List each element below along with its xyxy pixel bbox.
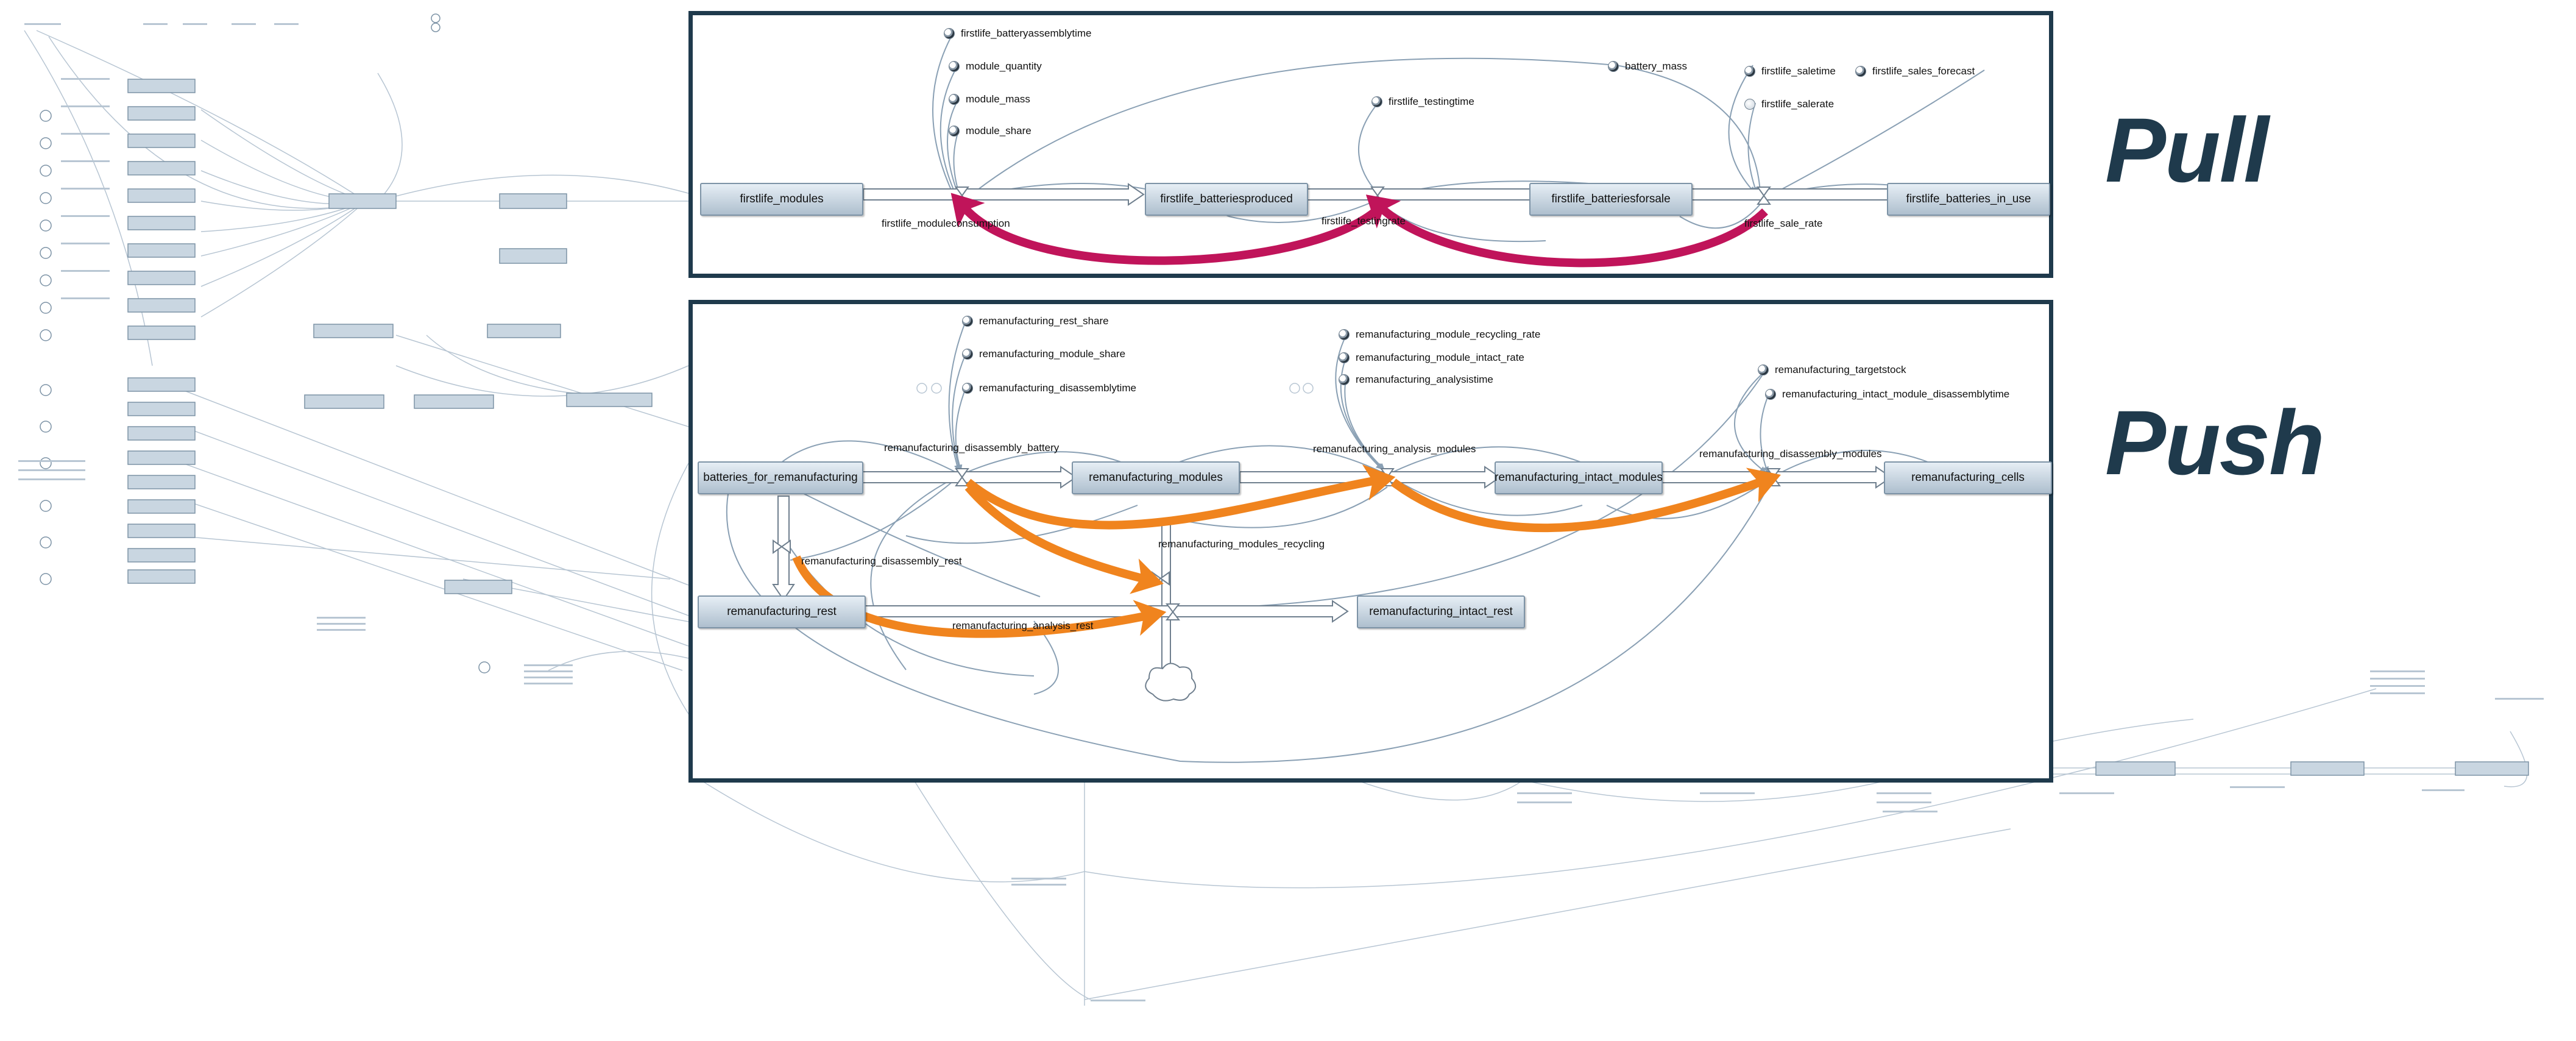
stock-remanufacturing-modules[interactable]: remanufacturing_modules bbox=[1072, 461, 1240, 494]
stock-label: batteries_for_remanufacturing bbox=[703, 471, 858, 484]
auxiliary-icon bbox=[962, 383, 973, 394]
stock-remanufacturing-intact-modules[interactable]: remanufacturing_intact_modules bbox=[1495, 461, 1663, 494]
stock-label: firstlife_batteriesproduced bbox=[1160, 193, 1293, 205]
var-label: module_share bbox=[966, 125, 1031, 137]
flow-label-disassembly-modules: remanufacturing_disassembly_modules bbox=[1699, 448, 1882, 460]
stock-firstlife-modules[interactable]: firstlife_modules bbox=[700, 183, 863, 216]
stock-label: remanufacturing_intact_rest bbox=[1369, 605, 1513, 618]
var-remanufacturing-analysistime[interactable]: remanufacturing_analysistime bbox=[1339, 374, 1493, 386]
auxiliary-icon bbox=[949, 94, 960, 105]
var-label: firstlife_salerate bbox=[1761, 98, 1835, 110]
push-panel: batteries_for_remanufacturing remanufact… bbox=[688, 300, 2053, 783]
stock-label: remanufacturing_cells bbox=[1911, 471, 2025, 484]
flow-label-analysis-modules: remanufacturing_analysis_modules bbox=[1313, 443, 1476, 455]
var-label: remanufacturing_disassemblytime bbox=[979, 382, 1136, 394]
var-label: module_mass bbox=[966, 93, 1030, 105]
stock-remanufacturing-rest[interactable]: remanufacturing_rest bbox=[698, 595, 866, 628]
stock-remanufacturing-intact-rest[interactable]: remanufacturing_intact_rest bbox=[1357, 595, 1525, 628]
auxiliary-icon bbox=[1371, 96, 1382, 107]
var-label: battery_mass bbox=[1625, 60, 1688, 72]
auxiliary-icon bbox=[949, 61, 960, 72]
flow-label-sale-rate: firstlife_sale_rate bbox=[1744, 218, 1823, 229]
var-label: firstlife_saletime bbox=[1761, 65, 1836, 77]
auxiliary-icon bbox=[1339, 374, 1350, 385]
cloud-icon bbox=[1145, 663, 1196, 702]
flow-label-modules-recycling: remanufacturing_modules_recycling bbox=[1158, 538, 1325, 550]
flow-label-analysis-rest: remanufacturing_analysis_rest bbox=[952, 620, 1094, 631]
auxiliary-icon bbox=[944, 28, 955, 39]
pull-panel: firstlife_modules firstlife_batteriespro… bbox=[688, 11, 2053, 278]
var-label: firstlife_testingtime bbox=[1389, 96, 1474, 107]
auxiliary-icon bbox=[962, 349, 973, 360]
var-module-quantity[interactable]: module_quantity bbox=[949, 60, 1042, 73]
auxiliary-icon bbox=[1608, 61, 1619, 72]
var-firstlife-batteryassemblytime[interactable]: firstlife_batteryassemblytime bbox=[944, 27, 1091, 40]
stock-label: remanufacturing_modules bbox=[1089, 471, 1223, 484]
var-label: remanufacturing_targetstock bbox=[1775, 364, 1906, 375]
var-label: firstlife_batteryassemblytime bbox=[961, 27, 1092, 39]
var-remanufacturing-module-recycling-rate[interactable]: remanufacturing_module_recycling_rate bbox=[1339, 329, 1540, 341]
var-label: remanufacturing_module_intact_rate bbox=[1356, 352, 1524, 363]
stock-label: remanufacturing_intact_modules bbox=[1495, 471, 1663, 484]
stock-label: firstlife_batteries_in_use bbox=[1906, 193, 2031, 205]
auxiliary-icon bbox=[962, 316, 973, 327]
var-remanufacturing-disassemblytime[interactable]: remanufacturing_disassemblytime bbox=[962, 382, 1136, 394]
pull-diagram-graphics bbox=[863, 32, 1985, 268]
var-remanufacturing-module-share[interactable]: remanufacturing_module_share bbox=[962, 348, 1125, 360]
var-label: firstlife_sales_forecast bbox=[1872, 65, 1975, 77]
flow-label-disassembly-battery: remanufacturing_disassembly_battery bbox=[884, 442, 1060, 453]
flow-label-testingrate: firstlife_testingrate bbox=[1322, 215, 1406, 227]
auxiliary-icon bbox=[1765, 389, 1776, 400]
auxiliary-icon bbox=[1758, 364, 1769, 375]
push-diagram-graphics bbox=[726, 321, 1930, 763]
var-firstlife-testingtime[interactable]: firstlife_testingtime bbox=[1371, 96, 1474, 108]
var-module-share[interactable]: module_share bbox=[949, 125, 1031, 137]
var-label: remanufacturing_module_share bbox=[979, 348, 1126, 360]
pull-heading: Pull bbox=[2105, 99, 2269, 201]
auxiliary-icon bbox=[1339, 352, 1350, 363]
stock-firstlife-batteriesproduced[interactable]: firstlife_batteriesproduced bbox=[1145, 183, 1308, 216]
stock-remanufacturing-cells[interactable]: remanufacturing_cells bbox=[1884, 461, 2052, 494]
stock-batteries-for-remanufacturing[interactable]: batteries_for_remanufacturing bbox=[698, 461, 863, 494]
var-remanufacturing-targetstock[interactable]: remanufacturing_targetstock bbox=[1758, 364, 1906, 376]
stock-label: firstlife_batteriesforsale bbox=[1551, 193, 1671, 205]
var-module-mass[interactable]: module_mass bbox=[949, 93, 1030, 105]
stock-firstlife-batteries-in-use[interactable]: firstlife_batteries_in_use bbox=[1887, 183, 2050, 216]
auxiliary-icon bbox=[949, 126, 960, 137]
auxiliary-icon bbox=[1744, 99, 1755, 110]
var-remanufacturing-module-intact-rate[interactable]: remanufacturing_module_intact_rate bbox=[1339, 352, 1524, 364]
var-remanufacturing-rest-share[interactable]: remanufacturing_rest_share bbox=[962, 315, 1109, 327]
auxiliary-icon bbox=[1744, 66, 1755, 77]
stock-firstlife-batteriesforsale[interactable]: firstlife_batteriesforsale bbox=[1529, 183, 1693, 216]
var-firstlife-saletime[interactable]: firstlife_saletime bbox=[1744, 65, 1836, 77]
var-firstlife-sales-forecast[interactable]: firstlife_sales_forecast bbox=[1855, 65, 1975, 77]
flow-label-disassembly-rest: remanufacturing_disassembly_rest bbox=[801, 555, 962, 567]
var-battery-mass[interactable]: battery_mass bbox=[1608, 60, 1687, 73]
var-firstlife-salerate[interactable]: firstlife_salerate bbox=[1744, 98, 1834, 110]
var-remanufacturing-intact-module-disassemblytime[interactable]: remanufacturing_intact_module_disassembl… bbox=[1765, 388, 2009, 400]
lookup-icon bbox=[1855, 66, 1866, 77]
var-label: remanufacturing_rest_share bbox=[979, 315, 1109, 327]
push-heading: Push bbox=[2105, 391, 2325, 494]
auxiliary-icon bbox=[1339, 329, 1350, 340]
var-label: remanufacturing_analysistime bbox=[1356, 374, 1493, 385]
stock-label: remanufacturing_rest bbox=[727, 605, 837, 618]
flow-label-moduleconsumption: firstlife_moduleconsumption bbox=[882, 218, 1010, 229]
var-label: remanufacturing_module_recycling_rate bbox=[1356, 329, 1541, 340]
var-label: module_quantity bbox=[966, 60, 1042, 72]
stock-label: firstlife_modules bbox=[740, 193, 824, 205]
var-label: remanufacturing_intact_module_disassembl… bbox=[1782, 388, 2010, 400]
